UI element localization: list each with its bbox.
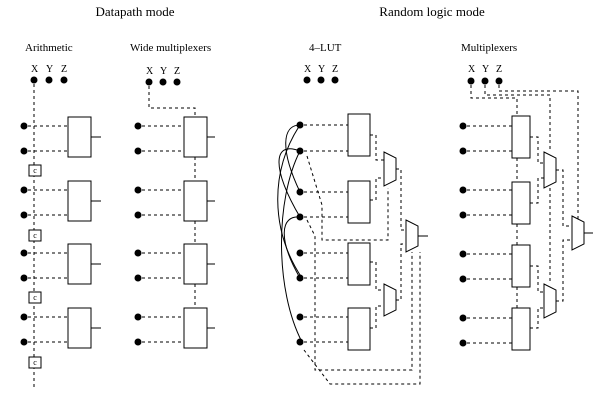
mux-lut xyxy=(459,307,544,351)
input-routing-curve xyxy=(285,124,301,193)
input-x-label: X xyxy=(146,66,154,77)
lut4-label: 4–LUT xyxy=(309,42,342,54)
input-x-label: X xyxy=(31,64,39,75)
datapath-mode-title: Datapath mode xyxy=(95,4,174,19)
input-y-dot xyxy=(159,78,167,86)
input-x-label: X xyxy=(468,64,476,75)
input-z-label: Z xyxy=(496,64,502,75)
input-x-dot xyxy=(303,76,311,84)
input-z-dot xyxy=(173,78,181,86)
input-y-dot xyxy=(481,77,489,85)
arithmetic-lut xyxy=(20,243,101,285)
carry-box: c xyxy=(28,291,42,304)
arithmetic-lut xyxy=(20,180,101,222)
arithmetic-label: Arithmetic xyxy=(25,42,73,54)
random-logic-mode-title: Random logic mode xyxy=(379,4,485,19)
select-line xyxy=(498,85,579,222)
lut4-lut xyxy=(296,242,384,291)
select-line xyxy=(484,85,551,152)
carry-label: c xyxy=(33,166,37,175)
multiplexers-column xyxy=(459,85,593,351)
carry-label: c xyxy=(33,358,37,367)
carry-box: c xyxy=(28,229,42,242)
input-z-label: Z xyxy=(61,64,67,75)
wide-mux-inputs: X Y Z xyxy=(145,66,181,86)
lut4-inputs: X Y Z xyxy=(303,64,339,84)
arithmetic-inputs: X Y Z xyxy=(30,64,68,84)
lut4-lut xyxy=(296,113,384,161)
wide-mux-lut xyxy=(134,307,215,349)
input-routing-curve xyxy=(278,148,301,218)
arithmetic-lut xyxy=(20,307,101,349)
carry-label: c xyxy=(33,293,37,302)
input-x-dot xyxy=(467,77,475,85)
input-z-label: Z xyxy=(174,66,180,77)
wide-mux-lut xyxy=(134,180,215,222)
input-y-label: Y xyxy=(482,64,489,75)
select-line xyxy=(306,219,413,371)
multiplexers-inputs: X Y Z xyxy=(467,64,503,85)
lut4-lut xyxy=(296,177,384,224)
wide-mux-lut xyxy=(134,116,215,158)
input-routing-curve xyxy=(277,124,303,279)
lut4-lut xyxy=(296,305,384,351)
carry-box: c xyxy=(28,356,42,369)
input-y-label: Y xyxy=(46,64,53,75)
input-z-label: Z xyxy=(332,64,338,75)
wide-mux-lut xyxy=(134,243,215,285)
input-y-label: Y xyxy=(160,66,167,77)
input-y-dot xyxy=(317,76,325,84)
mux-final xyxy=(405,219,419,253)
mux-2to1 xyxy=(543,151,557,189)
input-y-dot xyxy=(45,76,53,84)
lut4-column xyxy=(277,113,428,385)
mux-2to1 xyxy=(383,283,397,317)
input-z-dot xyxy=(331,76,339,84)
select-line xyxy=(303,252,421,385)
input-y-label: Y xyxy=(318,64,325,75)
select-line xyxy=(148,86,196,117)
mux-lut xyxy=(459,244,544,293)
multiplexers-label: Multiplexers xyxy=(461,42,517,54)
arithmetic-column: c c c c xyxy=(20,84,101,388)
wide-multiplexers-label: Wide multiplexers xyxy=(130,42,211,54)
input-routing-curve xyxy=(281,150,303,343)
mux-2to1 xyxy=(383,151,397,187)
input-z-dot xyxy=(495,77,503,85)
carry-label: c xyxy=(33,231,37,240)
wide-mux-column xyxy=(134,86,215,349)
mux-2to1 xyxy=(543,283,557,319)
select-line xyxy=(470,85,518,116)
input-x-label: X xyxy=(304,64,312,75)
mux-lut xyxy=(459,177,544,225)
arithmetic-lut xyxy=(20,116,101,158)
mux-lut xyxy=(459,115,544,164)
input-z-dot xyxy=(60,76,68,84)
carry-box: c xyxy=(28,164,42,177)
input-x-dot xyxy=(145,78,153,86)
input-routing-curve xyxy=(283,216,301,279)
input-x-dot xyxy=(30,76,38,84)
mux-final xyxy=(571,215,585,251)
select-line xyxy=(306,155,389,241)
